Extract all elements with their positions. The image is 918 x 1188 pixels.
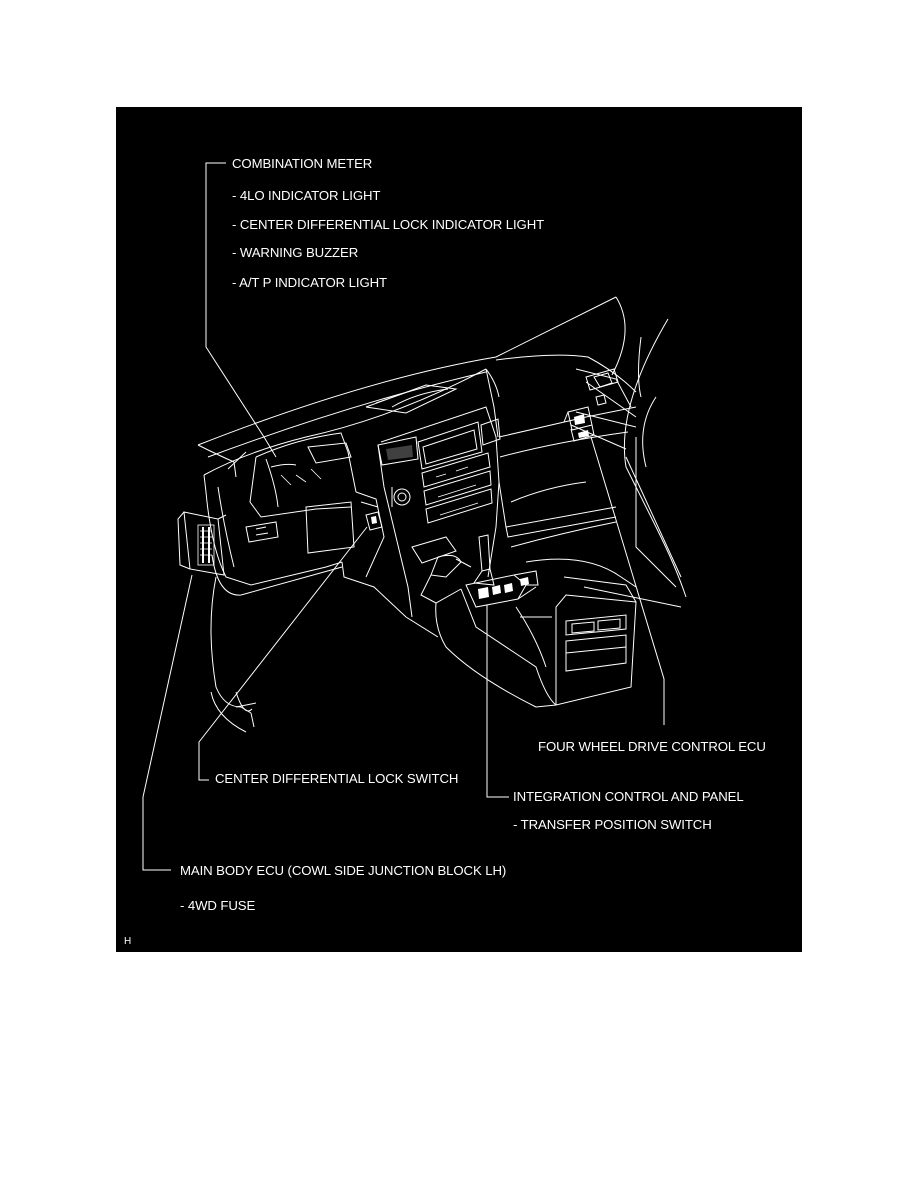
right-dashboard-drawing bbox=[498, 406, 637, 548]
leader-lines bbox=[142, 162, 665, 871]
center-console-drawing bbox=[435, 558, 637, 708]
center-diff-switch-leader bbox=[198, 526, 368, 781]
combination-meter-leader bbox=[205, 162, 277, 458]
dashboard-line-drawing bbox=[142, 162, 687, 871]
four-wheel-drive-ecu-drawing bbox=[563, 368, 619, 442]
integration-control-label: INTEGRATION CONTROL AND PANEL bbox=[513, 789, 744, 804]
four-wheel-drive-ecu-leader bbox=[590, 436, 665, 725]
lower-left-area bbox=[210, 691, 257, 733]
four-wheel-drive-ecu-label: FOUR WHEEL DRIVE CONTROL ECU bbox=[538, 739, 766, 754]
vehicle-component-location-diagram: COMBINATION METER - 4LO INDICATOR LIGHT … bbox=[116, 107, 802, 952]
integration-panel-drawing bbox=[465, 534, 539, 608]
transfer-position-switch-label: - TRANSFER POSITION SWITCH bbox=[513, 817, 712, 832]
center-stack-drawing bbox=[377, 406, 501, 618]
main-body-ecu-leader bbox=[142, 574, 193, 871]
dashboard-outline bbox=[197, 368, 500, 478]
main-body-ecu-label: MAIN BODY ECU (COWL SIDE JUNCTION BLOCK … bbox=[180, 863, 507, 878]
corner-mark: H bbox=[124, 936, 132, 947]
at-p-indicator-label: - A/T P INDICATOR LIGHT bbox=[232, 275, 388, 290]
main-body-ecu-drawing bbox=[177, 511, 227, 576]
instrument-cluster-drawing bbox=[249, 432, 385, 578]
center-diff-indicator-label: - CENTER DIFFERENTIAL LOCK INDICATOR LIG… bbox=[232, 217, 545, 232]
combination-meter-label: COMBINATION METER bbox=[232, 156, 373, 171]
lower-dash-left bbox=[203, 474, 439, 714]
lo-indicator-label: - 4LO INDICATOR LIGHT bbox=[232, 188, 381, 203]
wd-fuse-label: - 4WD FUSE bbox=[180, 898, 256, 913]
center-diff-switch-label: CENTER DIFFERENTIAL LOCK SWITCH bbox=[215, 771, 459, 786]
warning-buzzer-label: - WARNING BUZZER bbox=[232, 245, 359, 260]
vehicle-body-outline bbox=[197, 296, 687, 608]
integration-control-leader bbox=[486, 605, 509, 798]
